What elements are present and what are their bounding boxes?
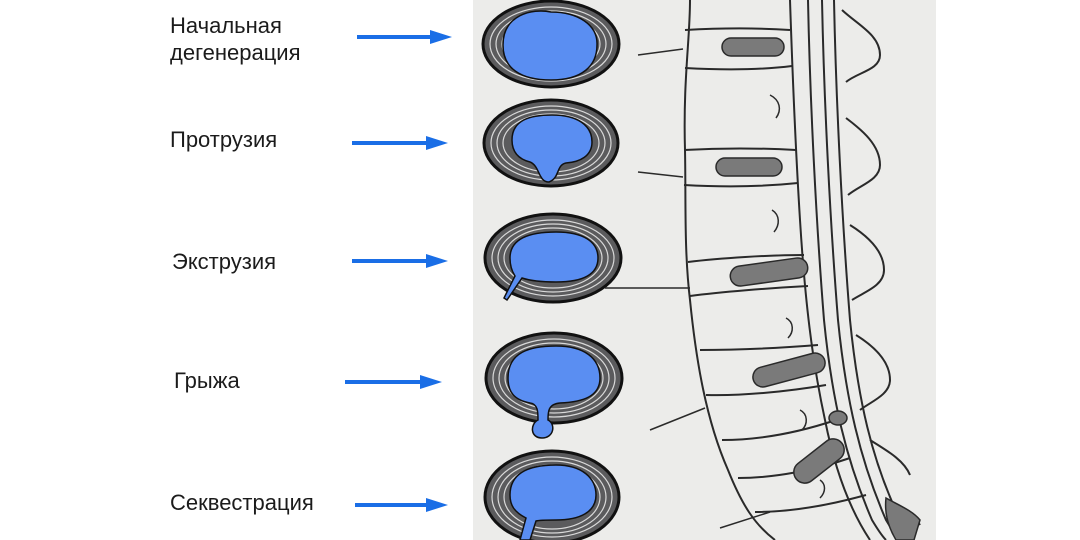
stage-label-protrusion: Протрузия <box>170 126 277 153</box>
stage-label-line: дегенерация <box>170 40 301 65</box>
stage-label-extrusion: Экструзия <box>172 248 276 275</box>
arrow-right-icon <box>345 375 442 389</box>
disc-cross-section-icon <box>484 331 624 439</box>
stage-label-line: Грыжа <box>174 368 240 393</box>
arrow-right-icon <box>355 498 448 512</box>
arrow-right-icon <box>352 136 448 150</box>
disc-cross-section-icon <box>481 0 621 89</box>
stage-label-line: Экструзия <box>172 249 277 274</box>
stage-label-line: Начальная <box>170 13 282 38</box>
arrows-group <box>345 30 452 512</box>
disc-cross-section-icon <box>482 98 620 188</box>
stage-label-initial-degeneration: Начальная дегенерация <box>170 12 301 66</box>
spine-discs-group <box>715 37 921 540</box>
stage-label-line: Секвестрация <box>170 490 314 515</box>
disc-cross-section-icon <box>483 212 623 304</box>
disc-cross-section-icon <box>483 449 621 540</box>
stage-label-line: Протрузия <box>170 127 278 152</box>
stage-label-herniation: Грыжа <box>174 367 240 394</box>
arrow-right-icon <box>357 30 452 44</box>
arrow-right-icon <box>352 254 448 268</box>
stage-label-sequestration: Секвестрация <box>170 489 314 516</box>
